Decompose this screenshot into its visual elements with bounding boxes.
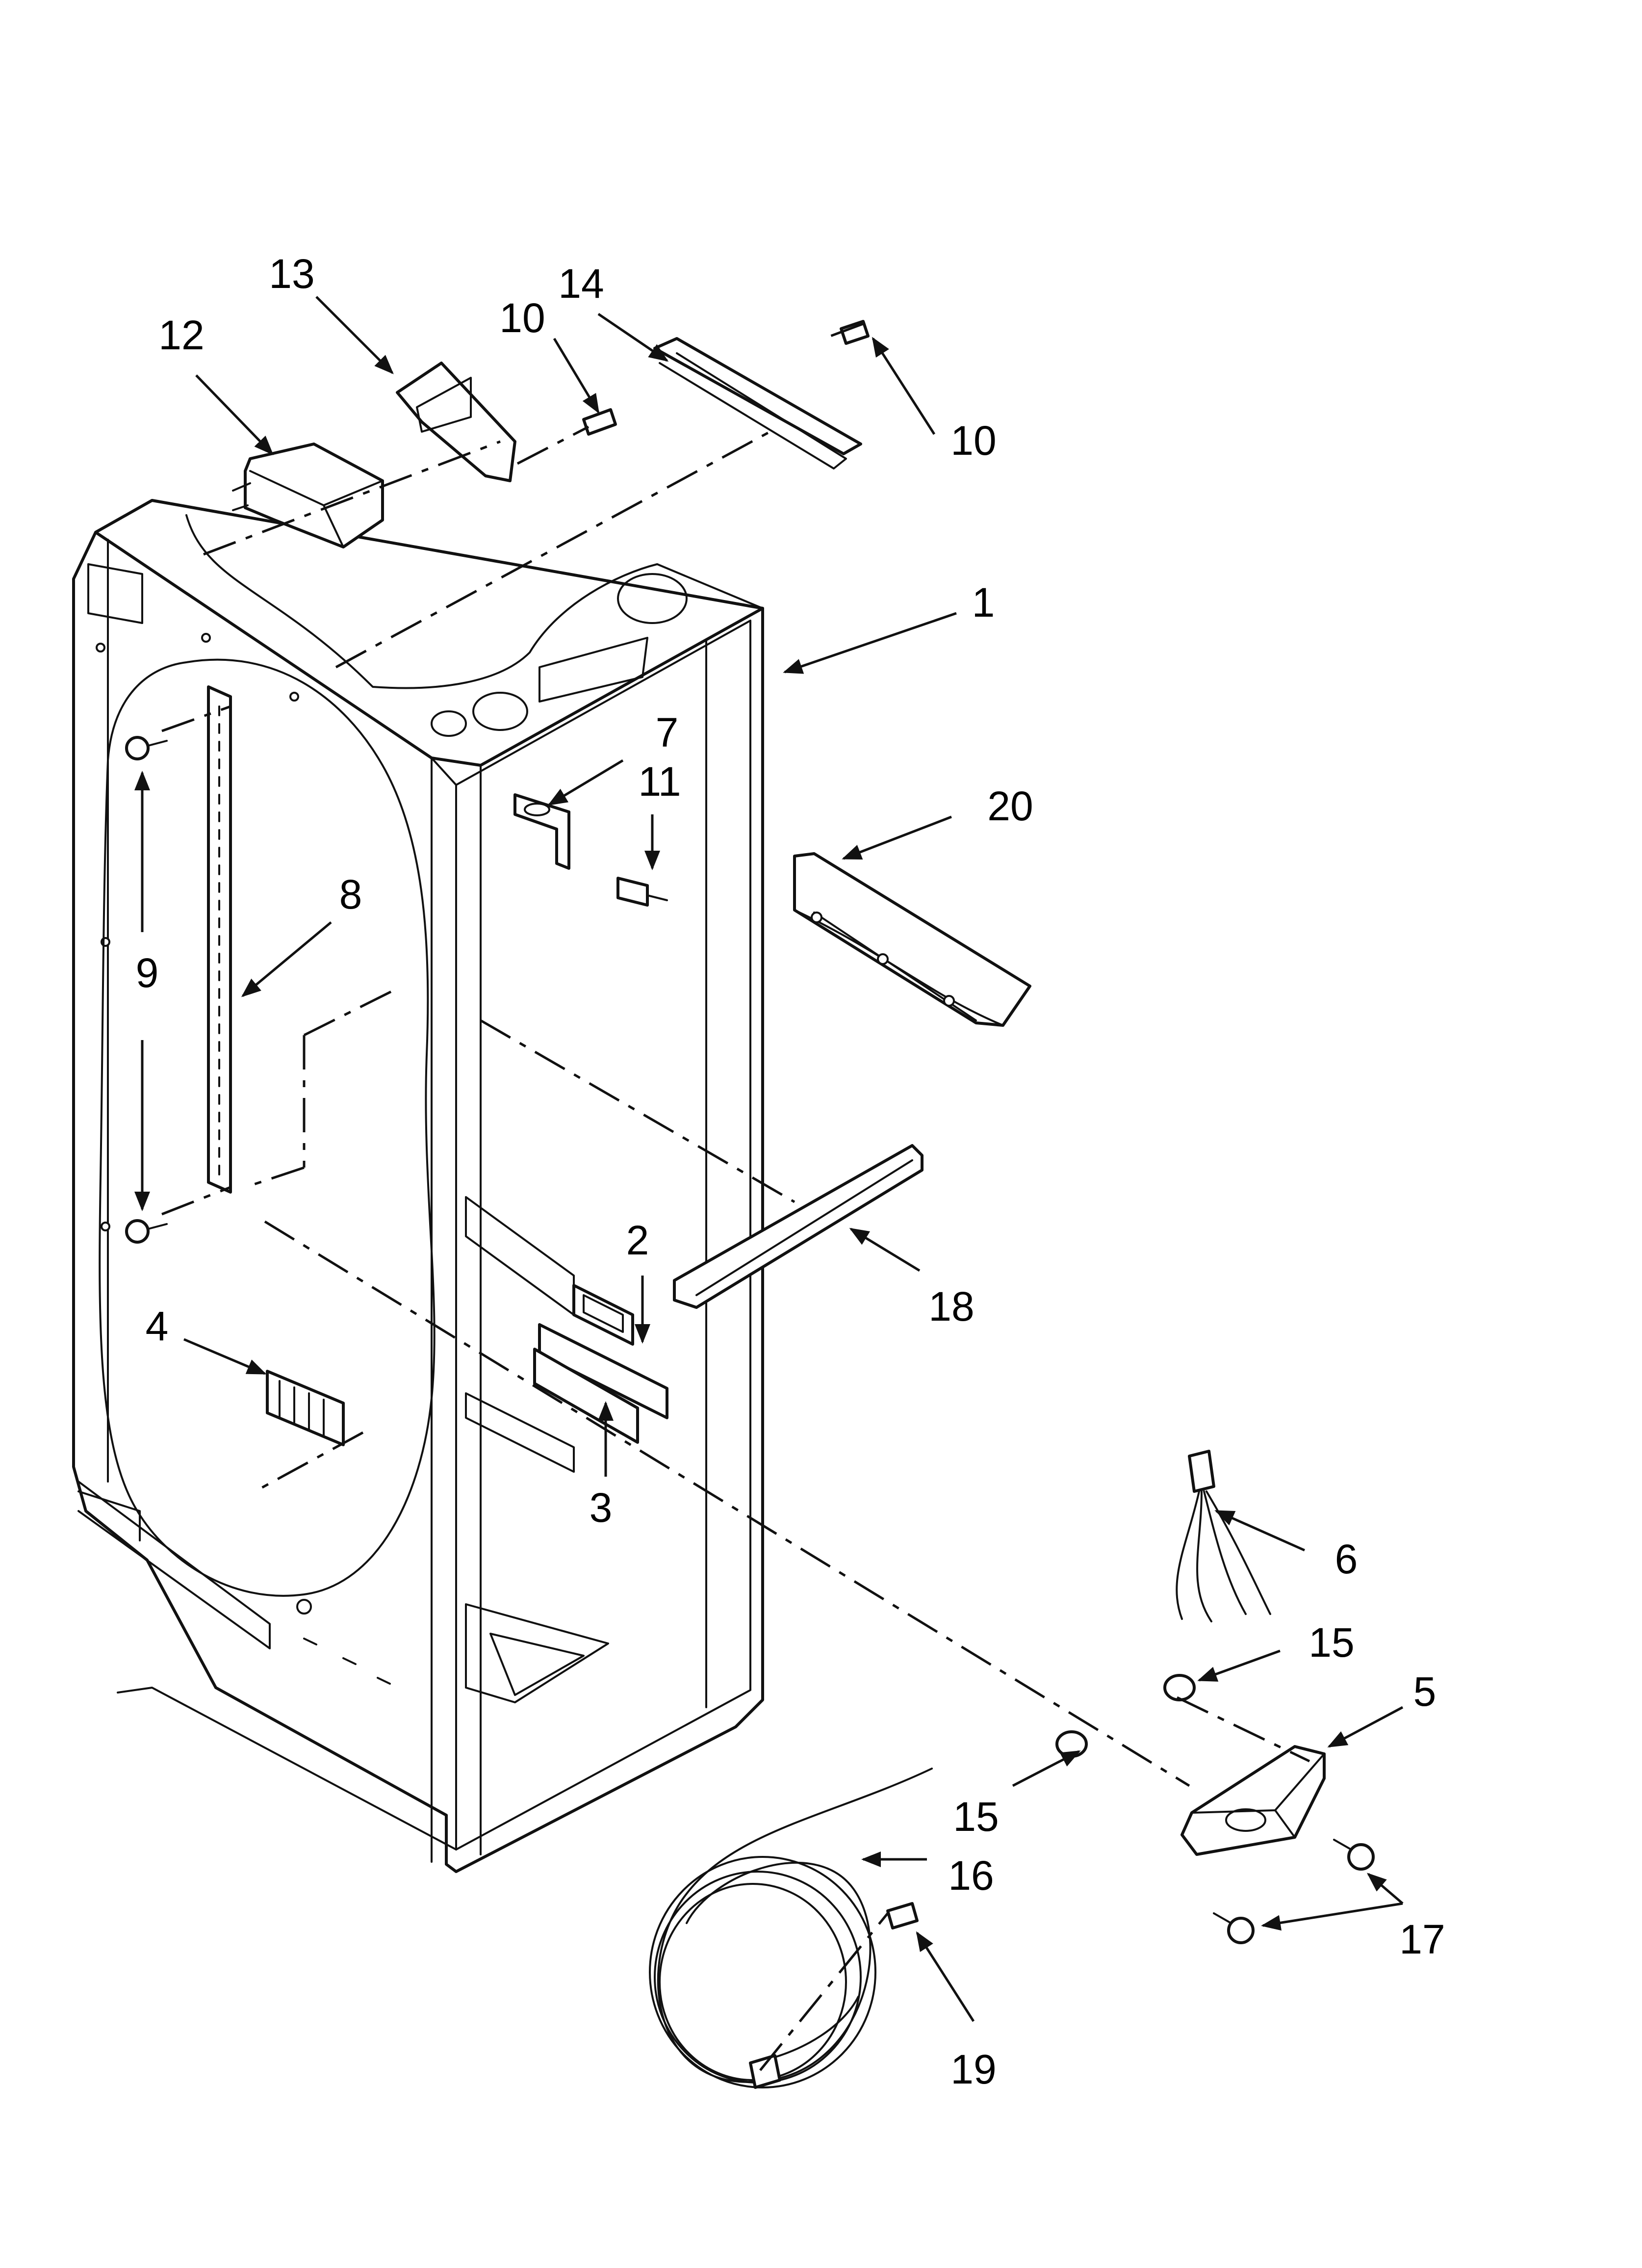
screw-part-11 — [616, 877, 668, 907]
bracket-part-2 — [538, 1284, 668, 1419]
callout-10-right: 10 — [950, 417, 996, 464]
alignment-lines — [161, 322, 1310, 2071]
callout-18: 18 — [928, 1283, 974, 1330]
callout-13: 13 — [269, 251, 314, 297]
grommet-part-15-upper — [1163, 1674, 1196, 1701]
callout-labels: 1 2 3 4 5 6 7 8 9 10 10 11 12 13 14 15 1… — [136, 251, 1445, 2092]
leader-arrows — [134, 296, 1404, 2022]
callout-15-upper: 15 — [1308, 1619, 1354, 1666]
grommet-part-15-lower — [1055, 1730, 1088, 1758]
callout-4: 4 — [146, 1303, 169, 1349]
callout-9: 9 — [136, 950, 159, 996]
housing-part-5 — [1180, 1745, 1326, 1856]
callout-19: 19 — [950, 2046, 996, 2092]
crossbar-part-18 — [673, 1144, 924, 1309]
screw-part-19 — [886, 1902, 919, 1929]
cabinet-liner — [72, 499, 764, 1873]
callout-7: 7 — [656, 709, 679, 756]
housing-cover — [396, 362, 516, 482]
callout-6: 6 — [1335, 1536, 1358, 1582]
tray-part-20 — [793, 852, 1031, 1027]
callout-17: 17 — [1399, 1916, 1445, 1962]
shelf-rail — [207, 685, 232, 1194]
top-channel — [653, 337, 862, 469]
callout-2: 2 — [626, 1217, 649, 1263]
control-housing — [232, 443, 384, 548]
screw-part-10-left — [582, 408, 617, 436]
callout-16: 16 — [948, 1852, 994, 1899]
screw-part-10-right — [840, 320, 870, 345]
bracket-part-7 — [513, 793, 570, 870]
wire-harness — [1176, 1450, 1271, 1622]
callout-11: 11 — [638, 758, 681, 805]
callout-10-left: 10 — [499, 295, 545, 341]
callout-8: 8 — [339, 871, 362, 917]
callout-15-lower: 15 — [953, 1794, 999, 1840]
screw-part-17-lower — [1213, 1912, 1255, 1944]
callout-1: 1 — [972, 579, 995, 626]
screw-part-9-upper — [125, 736, 168, 760]
screw-part-17-upper — [1333, 1839, 1375, 1871]
control-module — [266, 1370, 345, 1446]
gasket-wire-loop — [99, 658, 436, 1597]
screw-part-9-lower — [125, 1219, 168, 1244]
callout-3: 3 — [590, 1485, 613, 1531]
water-tube-coil — [649, 1768, 933, 2089]
callout-20: 20 — [987, 783, 1033, 829]
callout-5: 5 — [1413, 1668, 1437, 1715]
callout-12: 12 — [158, 312, 204, 358]
callout-14: 14 — [558, 261, 604, 307]
